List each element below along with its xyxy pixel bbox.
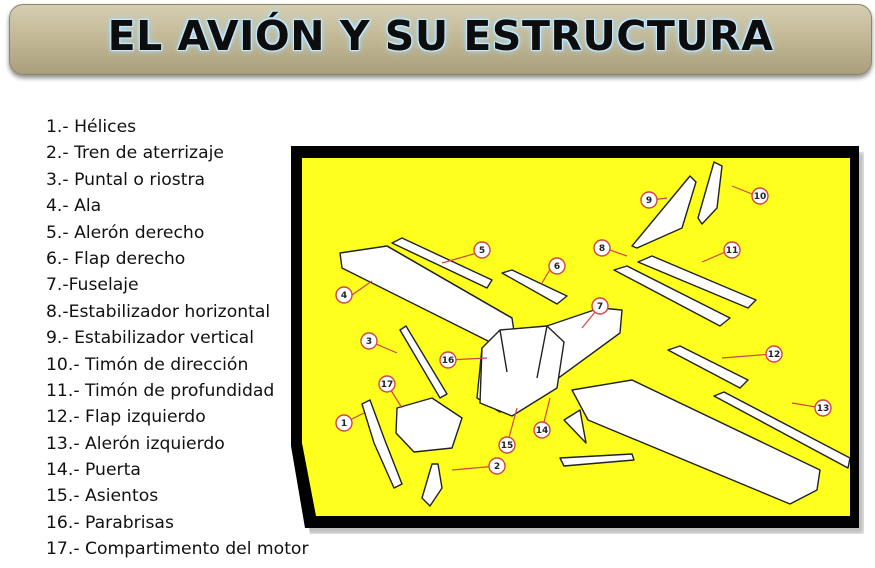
elevator-shape (637, 255, 757, 309)
list-item: 10.- Timón de dirección (46, 354, 249, 375)
propeller-shape (361, 399, 403, 489)
engine-cowling-shape (395, 397, 463, 453)
callout-6: 6 (548, 257, 566, 275)
callout-12: 12 (765, 345, 783, 363)
callout-number: 3 (366, 337, 372, 347)
callout-4: 4 (335, 286, 353, 304)
list-item: 12.- Flap izquierdo (46, 407, 206, 428)
list-item: 1.- Hélices (46, 117, 137, 137)
left-flap-shape (667, 345, 749, 389)
callout-number: 9 (646, 196, 652, 206)
callout-17: 17 (378, 375, 396, 393)
callout-7: 7 (591, 297, 609, 315)
callout-number: 4 (341, 291, 347, 301)
left-aileron-shape (713, 391, 850, 469)
list-item: 14.- Puerta (46, 460, 141, 481)
list-item: 17.- Compartimento del motor (46, 539, 309, 560)
horizontal-stabilizer-shape (613, 265, 731, 327)
nose-gear-shape (421, 463, 443, 507)
callout-number: 10 (754, 192, 767, 202)
callout-15: 15 (498, 436, 516, 454)
main-gear-shape (559, 453, 635, 467)
callout-11: 11 (723, 241, 741, 259)
callout-number: 13 (817, 404, 830, 414)
callout-number: 15 (501, 441, 514, 451)
callout-13: 13 (814, 399, 832, 417)
list-item: 16.- Parabrisas (46, 512, 174, 533)
cabin-shape (479, 325, 565, 417)
callout-number: 14 (536, 426, 549, 436)
list-item: 8.-Estabilizador horizontal (46, 301, 271, 322)
callout-5: 5 (473, 241, 491, 259)
callout-number: 7 (597, 302, 603, 312)
strut-shape (399, 325, 448, 399)
list-item: 3.- Puntal o riostra (46, 169, 206, 190)
callout-3: 3 (360, 332, 378, 350)
list-item: 11.- Timón de profundidad (46, 380, 275, 401)
callout-2: 2 (488, 457, 506, 475)
list-item: 15.- Asientos (46, 486, 159, 507)
left-wing-shape (571, 379, 821, 505)
list-item: 9.- Estabilizador vertical (46, 328, 254, 349)
callout-number: 6 (554, 262, 560, 272)
callout-number: 11 (726, 246, 739, 256)
rudder-shape (697, 161, 723, 225)
callout-1: 1 (335, 414, 353, 432)
callout-number: 17 (381, 380, 394, 390)
callout-number: 8 (599, 244, 605, 254)
callout-number: 16 (442, 356, 455, 366)
list-item: 7.-Fuselaje (46, 275, 139, 296)
page-title: EL AVIÓN Y SU ESTRUCTURA (107, 12, 774, 60)
callout-16: 16 (439, 351, 457, 369)
callout-8: 8 (593, 239, 611, 257)
right-flap-shape (501, 269, 568, 305)
callout-10: 10 (751, 187, 769, 205)
list-item: 2.- Tren de aterrizaje (46, 143, 224, 164)
callout-number: 12 (768, 350, 781, 360)
callout-number: 5 (479, 246, 485, 256)
vertical-stabilizer-shape (631, 175, 697, 249)
list-item: 4.- Ala (46, 196, 102, 217)
callout-14: 14 (533, 421, 551, 439)
callout-number: 1 (341, 419, 347, 429)
parts-list: 1.- Hélices 2.- Tren de aterrizaje 3.- P… (46, 114, 309, 563)
title-banner: EL AVIÓN Y SU ESTRUCTURA (9, 4, 872, 75)
list-item: 6.- Flap derecho (46, 248, 186, 269)
callout-number: 2 (494, 462, 500, 472)
callout-9: 9 (640, 191, 658, 209)
list-item: 5.- Alerón derecho (46, 222, 205, 243)
list-item: 13.- Alerón izquierdo (46, 433, 225, 454)
